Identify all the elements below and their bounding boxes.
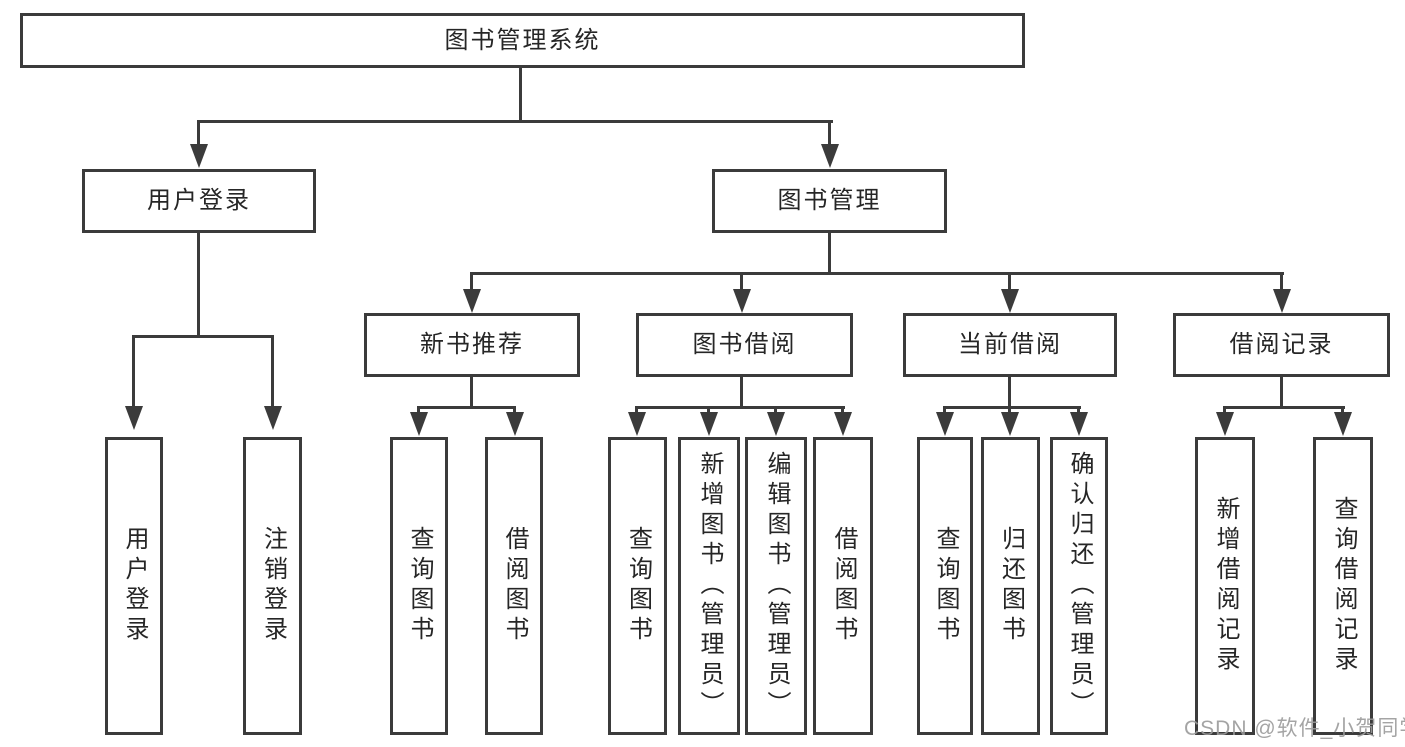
node-label: 新增图书（管理员）: [696, 451, 723, 721]
connector-arrow-down-icon: [635, 406, 638, 412]
connector-line: [740, 377, 743, 409]
node-book-management: 图书管理: [712, 169, 947, 233]
node-label: 查询借阅记录: [1330, 496, 1357, 676]
leaf-query-borrow-record: 查询借阅记录: [1313, 437, 1373, 735]
node-label: 用户登录: [147, 187, 251, 214]
node-new-book-recommend: 新书推荐: [364, 313, 580, 377]
node-label: 图书管理: [777, 187, 882, 214]
node-label: 新增借阅记录: [1212, 496, 1239, 676]
connector-arrow-down-icon: [1008, 272, 1011, 289]
connector-arrow-down-icon: [1280, 272, 1283, 289]
leaf-query-books-borrowing: 查询图书: [608, 437, 667, 735]
node-label: 借阅图书: [830, 526, 857, 646]
leaf-confirm-return-admin: 确认归还（管理员）: [1050, 437, 1108, 735]
leaf-add-book-admin: 新增图书（管理员）: [678, 437, 740, 735]
node-label: 查询图书: [932, 526, 959, 646]
connector-line: [1008, 377, 1011, 409]
node-book-borrowing: 图书借阅: [636, 313, 853, 377]
connector-arrow-down-icon: [841, 406, 844, 412]
connector-arrow-down-icon: [197, 120, 200, 144]
node-library-system: 图书管理系统: [20, 13, 1025, 68]
connector-arrow-down-icon: [417, 406, 420, 412]
node-current-borrowing: 当前借阅: [903, 313, 1117, 377]
leaf-logout-login: 注销登录: [243, 437, 302, 735]
leaf-query-books-recommend: 查询图书: [390, 437, 448, 735]
node-label: 归还图书: [997, 526, 1025, 646]
node-label: 查询图书: [406, 526, 433, 646]
leaf-user-login: 用户登录: [105, 437, 163, 735]
leaf-borrow-books-borrowing: 借阅图书: [813, 437, 873, 735]
node-label: 新书推荐: [420, 331, 524, 358]
connector-line: [132, 335, 274, 338]
node-label: 编辑图书（管理员）: [763, 451, 790, 721]
leaf-return-books: 归还图书: [981, 437, 1040, 735]
connector-arrow-down-icon: [1077, 406, 1080, 412]
node-label: 图书管理系统: [444, 26, 601, 54]
connector-arrow-down-icon: [1223, 406, 1226, 412]
connector-line: [1223, 406, 1345, 409]
connector-arrow-down-icon: [132, 335, 135, 406]
connector-arrow-down-icon: [470, 272, 473, 289]
connector-arrow-down-icon: [1008, 406, 1011, 412]
leaf-query-books-current: 查询图书: [917, 437, 973, 735]
connector-line: [417, 406, 516, 409]
connector-line: [470, 377, 473, 409]
node-label: 图书借阅: [692, 331, 797, 358]
connector-line: [943, 406, 1081, 409]
connector-arrow-down-icon: [1341, 406, 1344, 412]
node-label: 查询图书: [624, 526, 652, 646]
node-label: 借阅图书: [501, 526, 528, 646]
leaf-edit-book-admin: 编辑图书（管理员）: [745, 437, 807, 735]
connector-arrow-down-icon: [828, 120, 831, 144]
connector-arrow-down-icon: [774, 406, 777, 412]
connector-arrow-down-icon: [271, 335, 274, 406]
connector-arrow-down-icon: [943, 406, 946, 412]
connector-arrow-down-icon: [707, 406, 710, 412]
node-label: 借阅记录: [1229, 331, 1334, 358]
leaf-add-borrow-record: 新增借阅记录: [1195, 437, 1255, 735]
connector-line: [635, 406, 845, 409]
connector-line: [828, 233, 831, 274]
node-label: 注销登录: [259, 526, 287, 646]
connector-line: [1280, 377, 1283, 409]
node-label: 用户登录: [121, 526, 148, 646]
watermark: CSDN @软件_小贺同学: [1184, 717, 1405, 740]
node-user-login: 用户登录: [82, 169, 316, 233]
connector-arrow-down-icon: [740, 272, 743, 289]
node-label: 确认归还（管理员）: [1066, 451, 1093, 721]
node-borrowing-records: 借阅记录: [1173, 313, 1390, 377]
connector-line: [470, 272, 1284, 275]
leaf-borrow-books-recommend: 借阅图书: [485, 437, 543, 735]
connector-line: [197, 120, 833, 123]
connector-arrow-down-icon: [513, 406, 516, 412]
connector-line: [519, 68, 522, 122]
connector-line: [197, 233, 200, 338]
node-label: 当前借阅: [958, 331, 1062, 358]
